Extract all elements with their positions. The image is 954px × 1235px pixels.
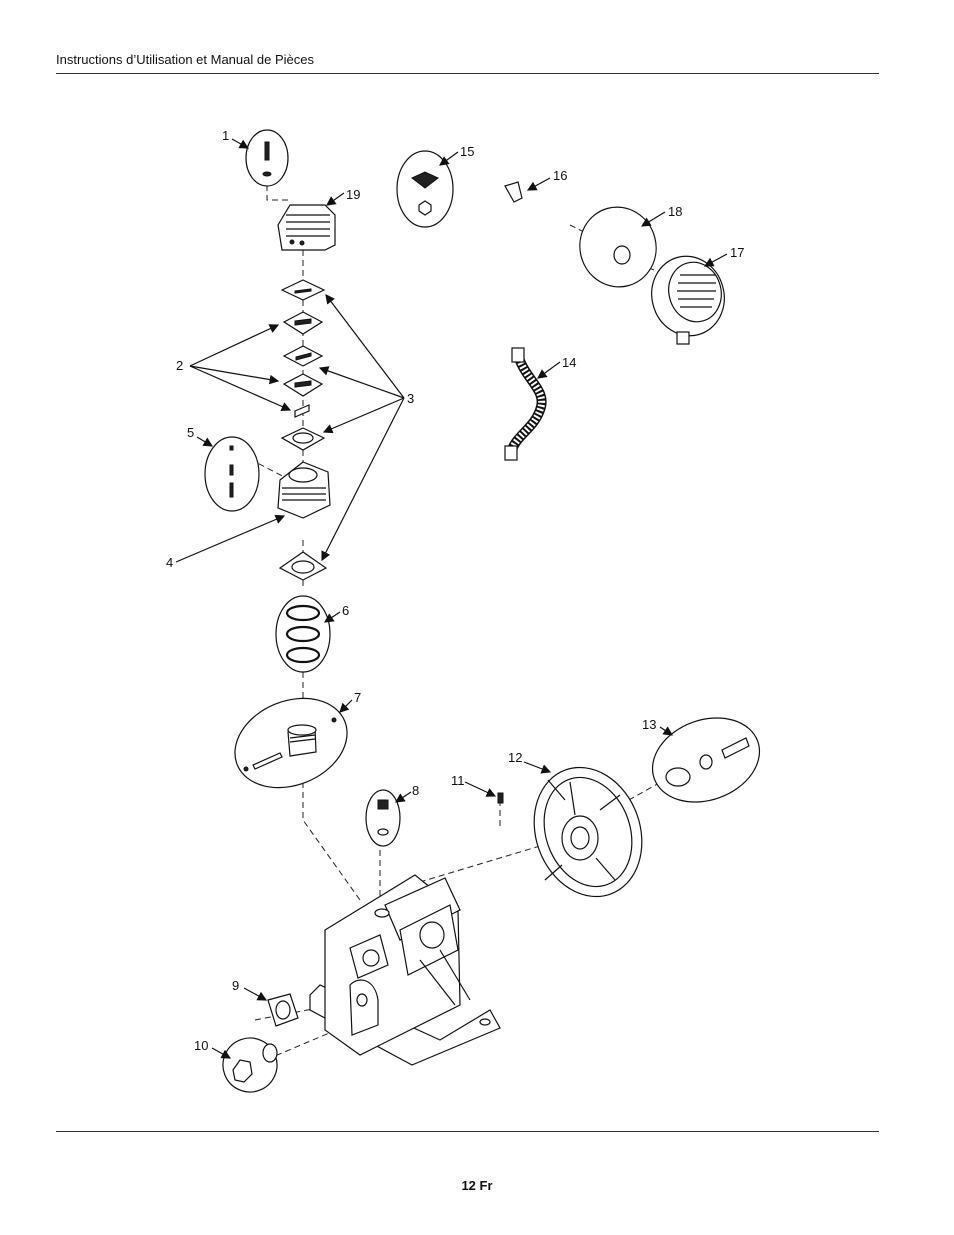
part-1-head-bolt	[245, 129, 289, 187]
part-15-fitting	[396, 150, 454, 228]
part-10-drain-plug	[222, 1037, 278, 1093]
callout-labels: 1 19 15 16 18 17 14 2 3 5 4 6 7 8 11 12 …	[166, 128, 744, 1053]
part-3-gasket-top	[280, 279, 326, 301]
part-12-flywheel	[533, 766, 643, 898]
part-13-flywheel-bolt	[651, 717, 761, 803]
callout-5: 5	[187, 425, 194, 440]
part-18-filter-element	[579, 206, 657, 288]
part-19-cylinder-head	[277, 204, 336, 251]
callout-16: 16	[553, 168, 567, 183]
part-14-discharge-tube	[504, 347, 547, 461]
part-11-valve	[497, 792, 504, 804]
callout-6: 6	[342, 603, 349, 618]
part-2-valve-plate-1	[282, 311, 324, 335]
part-6-piston-rings	[275, 595, 331, 673]
callout-14: 14	[562, 355, 576, 370]
header-rule	[56, 73, 879, 74]
callout-18: 18	[668, 204, 682, 219]
part-17-air-filter	[651, 255, 725, 345]
part-4-cylinder	[277, 461, 331, 519]
part-5-cylinder-bolts	[204, 436, 260, 512]
part-2-reed-valve	[294, 404, 310, 418]
part-2-valve-plate-2	[282, 373, 324, 397]
callout-19: 19	[346, 187, 360, 202]
part-3-gasket-bottom	[278, 551, 328, 581]
footer-rule	[56, 1131, 879, 1132]
part-9-gasket-plate	[267, 993, 299, 1027]
part-3-gasket-3	[280, 427, 326, 451]
callout-1: 1	[222, 128, 229, 143]
callout-8: 8	[412, 783, 419, 798]
callout-7: 7	[354, 690, 361, 705]
callout-4: 4	[166, 555, 173, 570]
part-16-elbow	[504, 181, 523, 203]
part-3-gasket-2	[282, 345, 324, 367]
crankcase	[309, 874, 501, 1066]
callout-15: 15	[460, 144, 474, 159]
callout-12: 12	[508, 750, 522, 765]
callout-17: 17	[730, 245, 744, 260]
header-title: Instructions d’Utilisation et Manual de …	[56, 52, 314, 67]
leader-lines	[175, 138, 728, 1059]
part-8-plug	[365, 789, 401, 847]
callout-2: 2	[176, 358, 183, 373]
callout-10: 10	[194, 1038, 208, 1053]
part-7-piston-assembly	[234, 697, 348, 789]
callout-9: 9	[232, 978, 239, 993]
callout-3: 3	[407, 391, 414, 406]
callout-11: 11	[451, 773, 465, 788]
page-number: 12 Fr	[461, 1178, 493, 1193]
callout-13: 13	[642, 717, 656, 732]
